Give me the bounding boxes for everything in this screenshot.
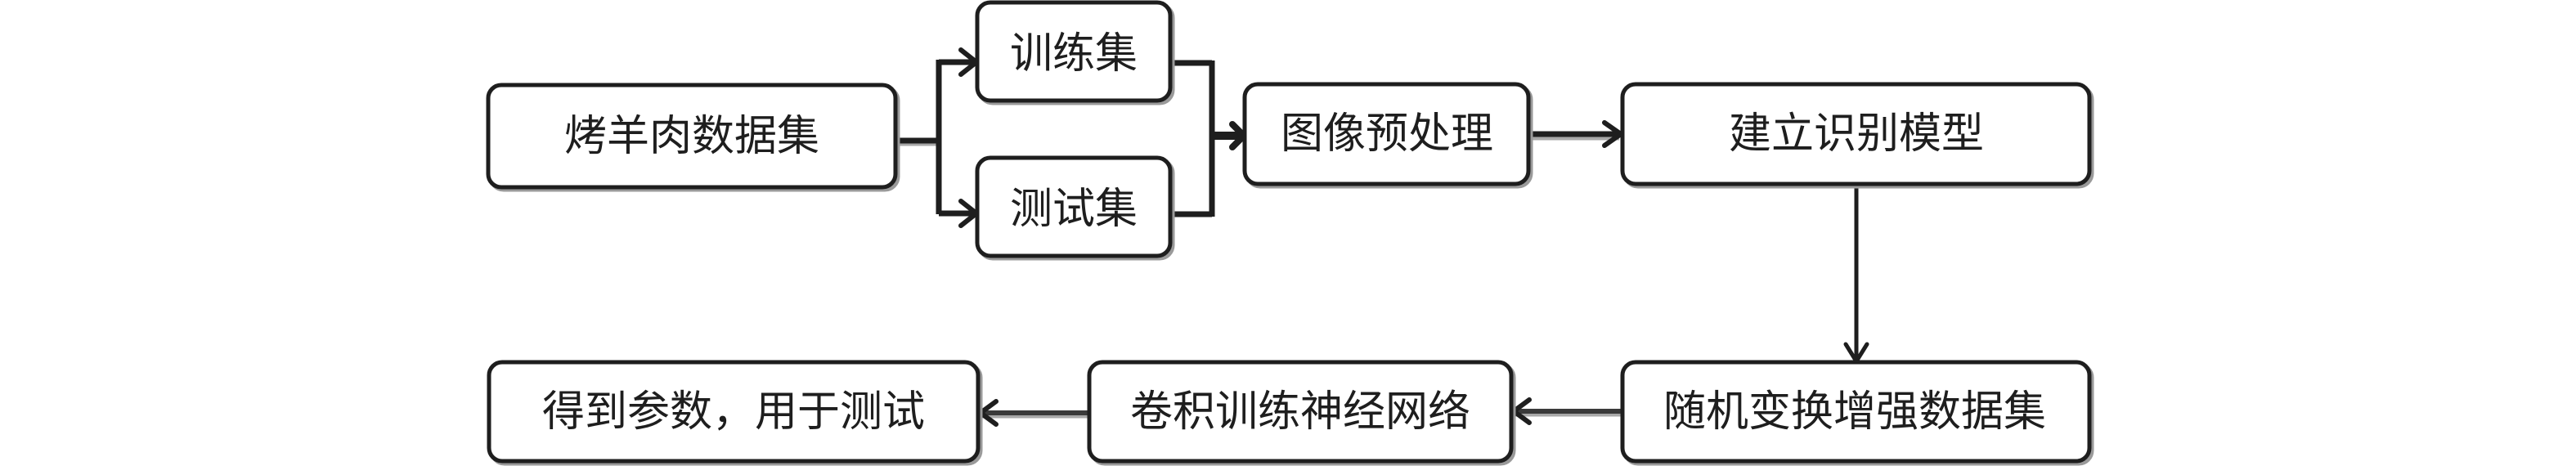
node-label: 测试集 bbox=[1010, 185, 1138, 234]
node-test-set: 测试集 bbox=[975, 155, 1175, 261]
node-augment: 随机变换增强数据集 bbox=[1620, 360, 2094, 466]
node-get-params: 得到参数，用于测试 bbox=[487, 360, 983, 466]
node-label: 得到参数，用于测试 bbox=[542, 388, 925, 437]
edge-augment-to-cnn-train bbox=[1515, 409, 1621, 417]
node-build-model: 建立识别模型 bbox=[1620, 82, 2094, 189]
node-label: 随机变换增强数据集 bbox=[1663, 388, 2046, 437]
node-train-set: 训练集 bbox=[975, 0, 1175, 105]
edge-preprocess-to-build-model bbox=[1531, 131, 1619, 141]
edge-cnn-train-to-get-params bbox=[981, 410, 1088, 419]
node-label: 图像预处理 bbox=[1281, 110, 1493, 159]
node-dataset: 烤羊肉数据集 bbox=[486, 83, 900, 192]
node-label: 训练集 bbox=[1010, 29, 1138, 78]
edge-dataset-to-split bbox=[897, 59, 975, 217]
node-label: 建立识别模型 bbox=[1729, 110, 1984, 159]
node-preprocess: 图像预处理 bbox=[1242, 82, 1533, 189]
node-label: 烤羊肉数据集 bbox=[564, 112, 819, 161]
edge-merge-to-preprocess bbox=[1172, 60, 1242, 217]
node-cnn-train: 卷积训练神经网络 bbox=[1087, 360, 1516, 466]
node-label: 卷积训练神经网络 bbox=[1130, 388, 1470, 437]
